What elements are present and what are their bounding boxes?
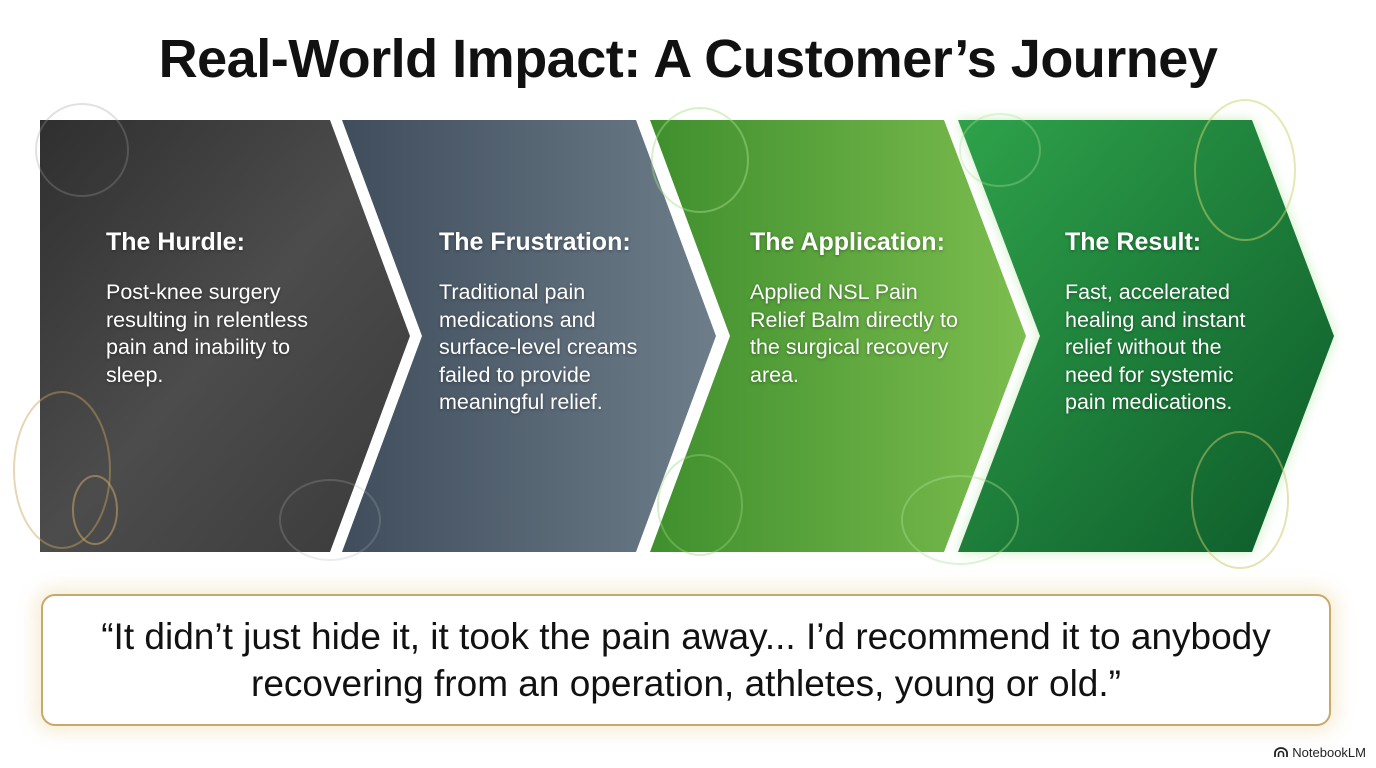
- step-application: The Application: Applied NSL Pain Relief…: [750, 228, 960, 389]
- step-hurdle: The Hurdle: Post-knee surgery resulting …: [106, 228, 336, 389]
- chevron-frustration: [342, 120, 716, 552]
- step-body: Fast, accelerated healing and instant re…: [1065, 280, 1246, 414]
- page-title: Real-World Impact: A Customer’s Journey: [158, 29, 1218, 89]
- chevron-hurdle: [40, 120, 410, 552]
- testimonial-quote: “It didn’t just hide it, it took the pai…: [101, 616, 1271, 704]
- chevron-result: [958, 120, 1334, 552]
- step-heading: The Frustration:: [439, 228, 631, 256]
- step-result: The Result: Fast, accelerated healing an…: [1065, 228, 1275, 417]
- testimonial-box: “It didn’t just hide it, it took the pai…: [41, 594, 1331, 726]
- step-body: Traditional pain medications and surface…: [439, 280, 638, 414]
- step-heading: The Result:: [1065, 228, 1202, 256]
- step-heading: The Hurdle:: [106, 228, 245, 256]
- brand-name: NotebookLM: [1292, 745, 1366, 760]
- chevron-application: [650, 120, 1026, 552]
- step-heading: The Application:: [750, 228, 945, 256]
- brand-watermark: NotebookLM: [1274, 745, 1366, 760]
- step-frustration: The Frustration: Traditional pain medica…: [439, 228, 649, 417]
- notebooklm-logo-icon: [1274, 747, 1289, 757]
- step-body: Applied NSL Pain Relief Balm directly to…: [750, 280, 958, 387]
- step-body: Post-knee surgery resulting in relentles…: [106, 280, 308, 387]
- cell-illustration-icon: [13, 99, 1296, 569]
